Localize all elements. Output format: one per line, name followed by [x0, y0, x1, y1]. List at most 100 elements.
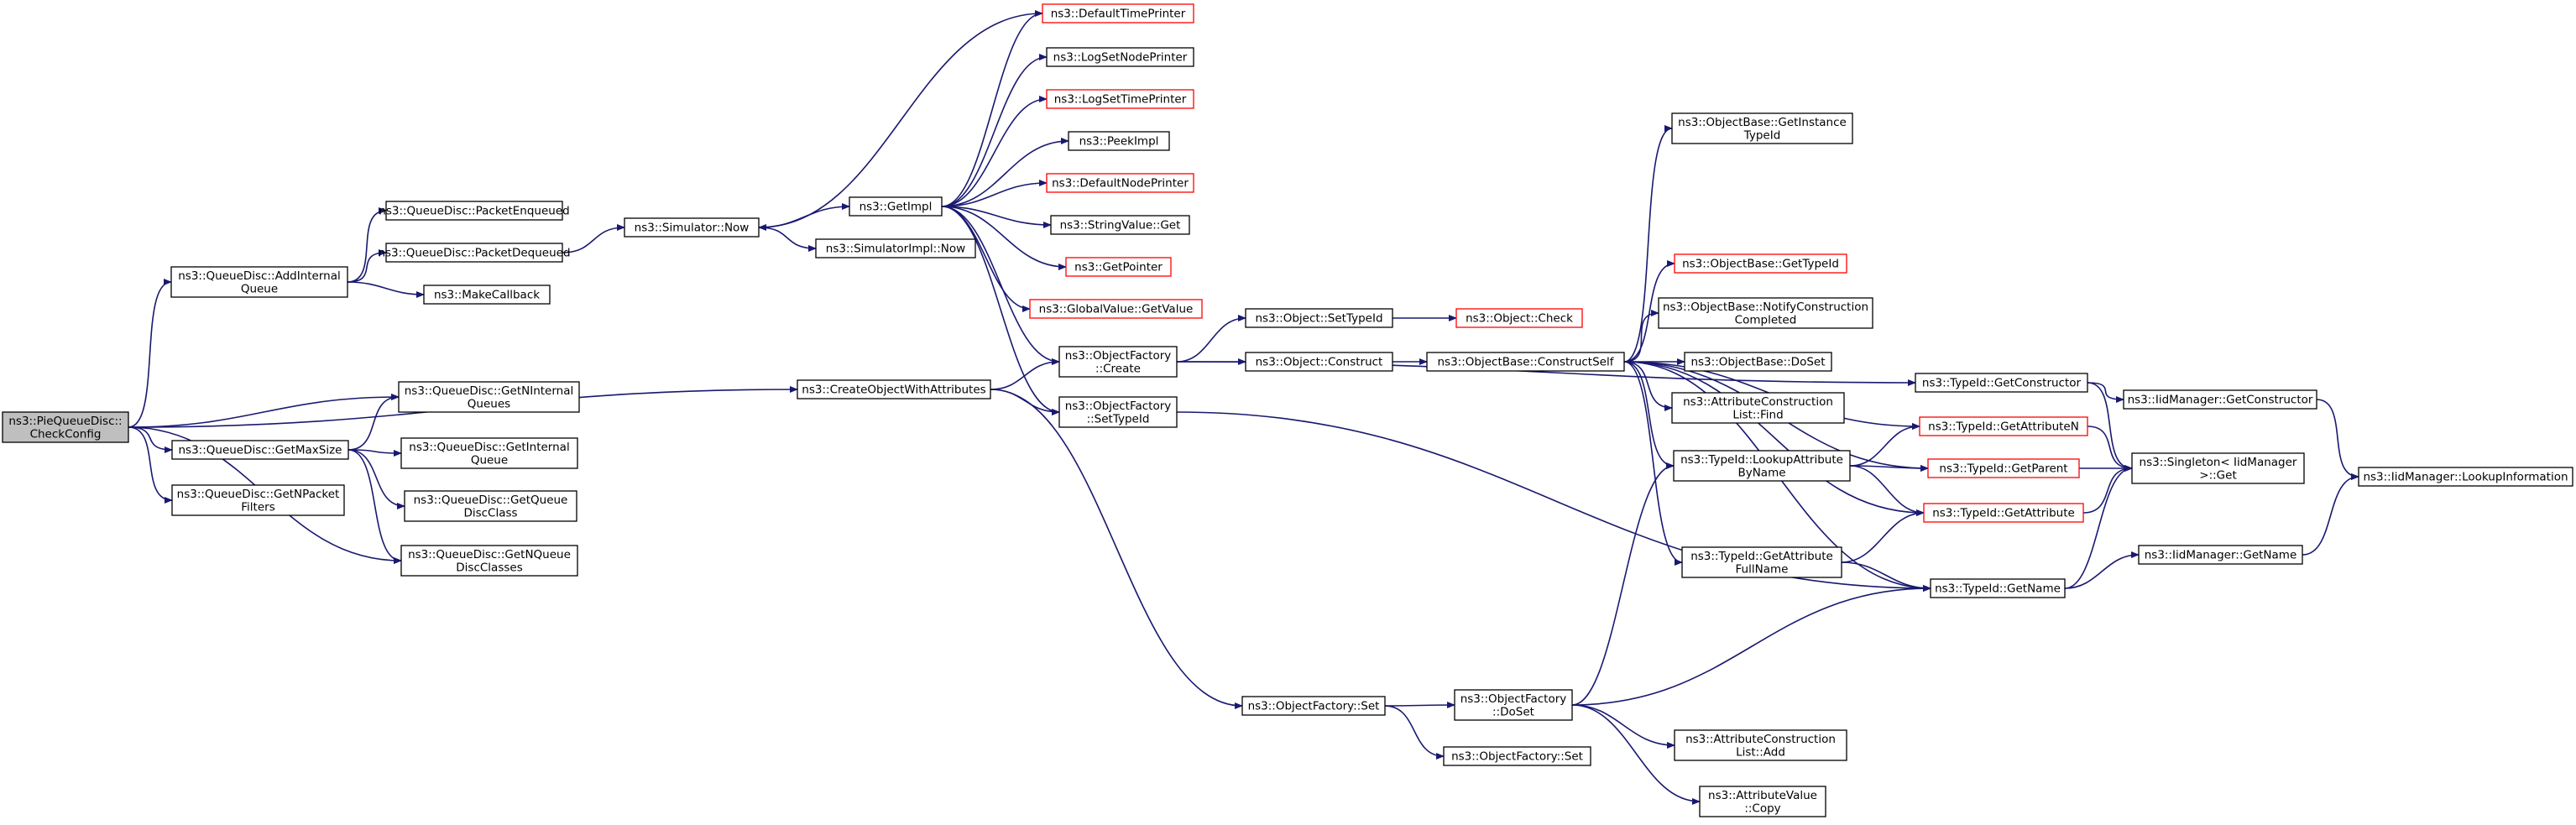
- node-type-id-get-attribute[interactable]: ns3::TypeId::GetAttribute: [1923, 503, 2084, 523]
- node-box: [385, 243, 563, 263]
- node-box: [1674, 253, 1847, 274]
- node-iid-mgr-get-constructor[interactable]: ns3::IidManager::GetConstructor: [2123, 389, 2317, 410]
- node-label: ns3::ObjectBase::NotifyConstruction: [1663, 300, 1868, 314]
- node-string-value-get[interactable]: ns3::StringValue::Get: [1050, 215, 1190, 235]
- node-label: Queues: [468, 397, 510, 410]
- node-label: ns3::IidManager::GetConstructor: [2128, 394, 2313, 407]
- node-sim-now[interactable]: ns3::Simulator::Now: [624, 217, 760, 238]
- node-peek-impl[interactable]: ns3::PeekImpl: [1068, 131, 1170, 151]
- edge-obj-factory-set-to-obj-factory-do-set: [1384, 702, 1455, 709]
- edge-create-obj-with-attrs-to-obj-factory-create: [990, 358, 1060, 390]
- edge-construct-self-to-get-instance-type-id: [1623, 125, 1673, 363]
- edge-obj-factory-create-to-object-set-type-id: [1176, 315, 1246, 363]
- node-default-node-printer[interactable]: ns3::DefaultNodePrinter: [1046, 173, 1194, 193]
- node-label: ns3::MakeCallback: [434, 289, 540, 302]
- node-box: [1029, 299, 1203, 319]
- edge-construct-self-to-obj-base-get-type-id: [1623, 260, 1675, 363]
- edge-obj-factory-set-to-obj-factory-set2: [1384, 705, 1445, 760]
- node-box: [1919, 416, 2088, 436]
- edge-get-impl-to-obj-factory-create: [941, 206, 1060, 365]
- node-label: Filters: [241, 500, 274, 514]
- node-type-id-get-name[interactable]: ns3::TypeId::GetName: [1930, 578, 2066, 598]
- edge-lookup-attribute-by-name-to-type-id-get-attribute: [1849, 465, 1925, 516]
- node-box: [1245, 352, 1393, 372]
- edge-construct-self-to-attr-construction-list-find: [1623, 361, 1673, 411]
- node-box: [1915, 373, 2088, 393]
- node-box: [170, 266, 348, 298]
- node-type-id-get-parent[interactable]: ns3::TypeId::GetParent: [1927, 458, 2080, 478]
- node-create-obj-with-attrs[interactable]: ns3::CreateObjectWithAttributes: [797, 379, 991, 399]
- edge-get-max-size-to-get-queue-disc-class: [347, 449, 405, 509]
- node-log-set-node-printer[interactable]: ns3::LogSetNodePrinter: [1046, 47, 1194, 67]
- node-default-time-printer[interactable]: ns3::DefaultTimePrinter: [1042, 3, 1194, 23]
- node-label: ns3::ObjectBase::ConstructSelf: [1438, 356, 1615, 369]
- edge-type-id-get-name-to-singleton-get: [2064, 465, 2133, 589]
- node-root[interactable]: ns3::PieQueueDisc::CheckConfig: [2, 411, 129, 443]
- node-singleton-get[interactable]: ns3::Singleton< IidManager >::Get: [2131, 452, 2305, 484]
- node-box: [398, 381, 580, 413]
- node-box: [2138, 545, 2303, 565]
- node-object-construct[interactable]: ns3::Object::Construct: [1245, 352, 1393, 372]
- node-get-impl[interactable]: ns3::GetImpl: [849, 196, 943, 217]
- node-iid-mgr-get-name[interactable]: ns3::IidManager::GetName: [2138, 545, 2303, 565]
- node-label: ns3::Simulator::Now: [635, 222, 750, 235]
- node-label: ns3::ObjectFactory: [1065, 399, 1172, 413]
- node-label: ns3::AttributeConstruction: [1685, 733, 1836, 746]
- node-label: DiscClasses: [456, 561, 522, 574]
- node-box: [1930, 578, 2066, 598]
- node-obj-factory-do-set[interactable]: ns3::ObjectFactory::DoSet: [1454, 689, 1573, 721]
- node-get-pointer[interactable]: ns3::GetPointer: [1065, 257, 1172, 277]
- edge-get-impl-to-get-pointer: [941, 206, 1067, 270]
- node-object-check[interactable]: ns3::Object::Check: [1455, 308, 1583, 328]
- edge-type-id-get-constructor-to-singleton-get: [2087, 382, 2133, 472]
- node-obj-factory-set-type-id[interactable]: ns3::ObjectFactory::SetTypeId: [1058, 396, 1178, 428]
- node-sim-impl-now[interactable]: ns3::SimulatorImpl::Now: [815, 238, 976, 258]
- node-box: [1050, 215, 1190, 235]
- node-type-id-get-constructor[interactable]: ns3::TypeId::GetConstructor: [1915, 373, 2088, 393]
- node-log-set-time-printer[interactable]: ns3::LogSetTimePrinter: [1046, 89, 1194, 109]
- node-obj-factory-set[interactable]: ns3::ObjectFactory::Set: [1241, 696, 1386, 716]
- node-notify-construction-completed[interactable]: ns3::ObjectBase::NotifyConstructionCompl…: [1658, 297, 1873, 329]
- node-object-set-type-id[interactable]: ns3::Object::SetTypeId: [1245, 308, 1393, 328]
- node-obj-factory-set2[interactable]: ns3::ObjectFactory::Set: [1443, 746, 1591, 766]
- node-label: CheckConfig: [30, 427, 102, 441]
- node-type-id-get-attribute-n[interactable]: ns3::TypeId::GetAttributeN: [1919, 416, 2088, 436]
- node-attribute-value-copy[interactable]: ns3::AttributeValue::Copy: [1699, 786, 1826, 817]
- node-lookup-information[interactable]: ns3::IidManager::LookupInformation: [2358, 467, 2573, 487]
- node-obj-base-do-set[interactable]: ns3::ObjectBase::DoSet: [1684, 352, 1832, 372]
- edge-get-impl-to-default-node-printer: [941, 180, 1048, 207]
- node-construct-self[interactable]: ns3::ObjectBase::ConstructSelf: [1426, 352, 1625, 372]
- node-global-value-get-value[interactable]: ns3::GlobalValue::GetValue: [1029, 299, 1203, 319]
- node-label: ns3::TypeId::GetAttribute: [1690, 550, 1833, 563]
- node-packet-enqueued[interactable]: ns3::QueueDisc::PacketEnqueued: [379, 201, 570, 221]
- node-packet-dequeued[interactable]: ns3::QueueDisc::PacketDequeued: [378, 243, 571, 263]
- node-box: [1426, 352, 1625, 372]
- node-label: ns3::QueueDisc::GetNPacket: [177, 488, 340, 501]
- node-label: ns3::QueueDisc::PacketEnqueued: [379, 205, 569, 218]
- node-make-callback[interactable]: ns3::MakeCallback: [423, 285, 551, 305]
- node-label: ns3::IidManager::LookupInformation: [2363, 471, 2568, 484]
- node-obj-factory-create[interactable]: ns3::ObjectFactory::Create: [1058, 346, 1178, 378]
- node-box: [404, 490, 577, 522]
- node-label: ns3::Object::Check: [1466, 312, 1573, 326]
- node-get-max-size[interactable]: ns3::QueueDisc::GetMaxSize: [171, 440, 349, 460]
- node-label: ns3::PieQueueDisc::: [8, 415, 122, 428]
- node-label: ns3::QueueDisc::GetQueue: [414, 493, 568, 507]
- node-obj-base-get-type-id[interactable]: ns3::ObjectBase::GetTypeId: [1674, 253, 1847, 274]
- node-label: ns3::QueueDisc::GetMaxSize: [178, 444, 342, 457]
- edge-add-internal-queue-to-packet-dequeued: [347, 249, 387, 283]
- node-label: Queue: [241, 282, 278, 295]
- edge-packet-dequeued-to-sim-now: [562, 224, 625, 253]
